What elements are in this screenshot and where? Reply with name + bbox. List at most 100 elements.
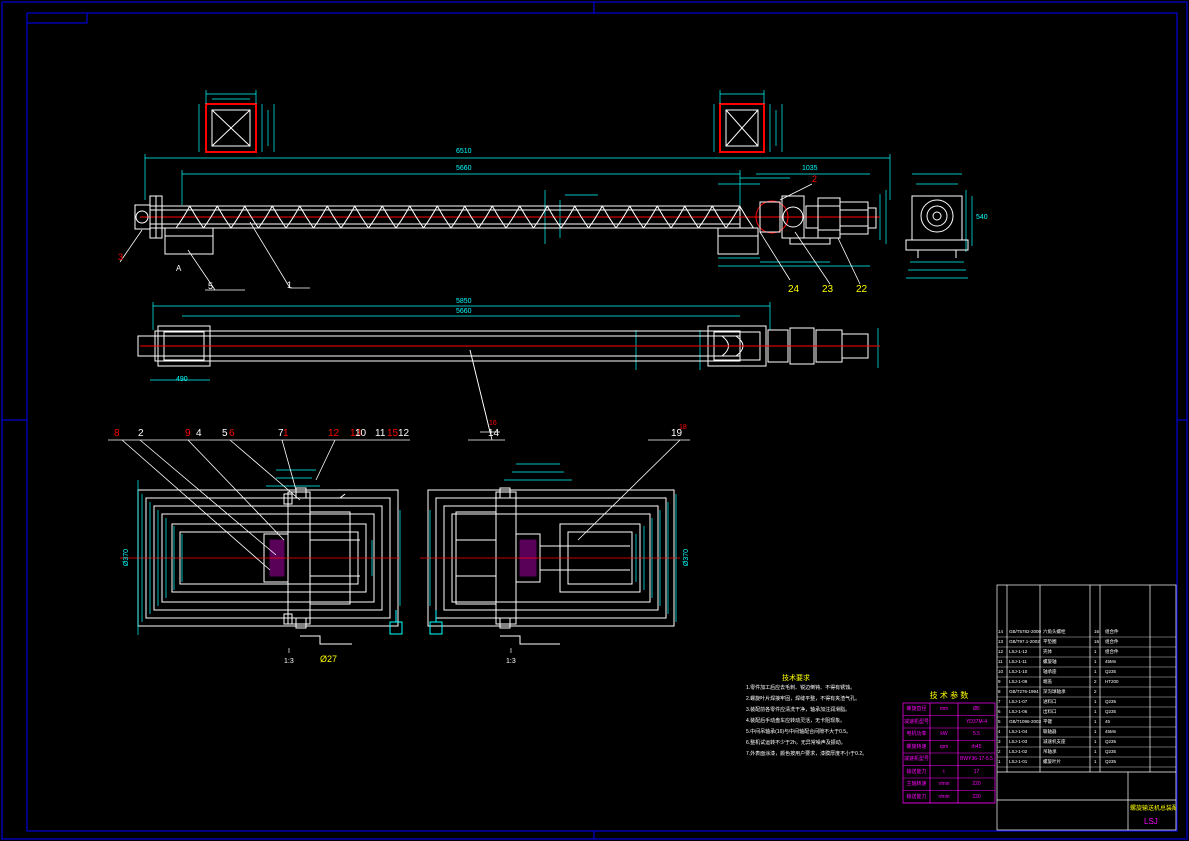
params-cell: 输送能力 — [906, 768, 927, 775]
plan-view — [137, 302, 880, 381]
bom-cell: LSJ-1-12 — [1009, 649, 1028, 654]
params-cell: 螺旋转速 — [906, 743, 927, 750]
bom-cell: LSJ-1-07 — [1009, 699, 1028, 704]
callout-4: 4 — [196, 428, 202, 439]
bom-cell: 深沟球轴承 — [1043, 689, 1066, 694]
params-cell: Ø5 — [973, 706, 980, 712]
dim-inner-length: 5660 — [456, 165, 472, 172]
callout-2-top: 2 — [812, 174, 818, 184]
inlet-detail-left — [198, 90, 275, 153]
bom-cell: LSJ-1-06 — [1009, 709, 1028, 714]
bom-cell: 16 — [1094, 639, 1100, 644]
bom-cell: 1 — [1094, 709, 1097, 714]
callout-2: 2 — [138, 428, 144, 439]
params-row: 减速机型号 BWY36-17-5.5 — [903, 753, 995, 766]
bom-cell: 平垫圈 — [1043, 639, 1057, 644]
callout-11: 11 — [375, 428, 386, 439]
bom-cell: 螺旋轴 — [1043, 659, 1057, 664]
bom-cell: 组合件 — [1105, 649, 1119, 654]
dim-overall-length: 6510 — [456, 148, 472, 155]
note-line: 5.中间吊轴承(16)与中间轴配合间隙不大于0.5。 — [746, 729, 852, 735]
bom-cell: 2 — [998, 749, 1001, 754]
note-line: 7.外表面涂漆，颜色按用户要求，漆膜厚度不小于0.2。 — [746, 751, 868, 757]
notes-title: 技术要求 — [782, 675, 810, 682]
view-1-scale: 1:3 — [284, 658, 294, 665]
params-cell: 输送能力 — [906, 793, 927, 800]
bom-cell: Q235 — [1105, 749, 1117, 754]
callout-9: 9 — [185, 428, 191, 439]
params-cell: r/min — [938, 781, 950, 787]
inlet-detail-right — [713, 90, 783, 153]
callout-22: 22 — [856, 284, 868, 295]
params-cell: 主轴转速 — [906, 781, 927, 787]
bom-cell: 1 — [1094, 659, 1097, 664]
bom-cell: GB/T5782-2000 — [1009, 629, 1042, 634]
bom-cell: 45Mn — [1105, 659, 1117, 664]
params-cell: BWY36-17-5.5 — [960, 756, 993, 762]
bom-cell: 1 — [1094, 719, 1097, 724]
bom-cell: 1 — [1094, 759, 1097, 764]
bom-cell: 1 — [1094, 699, 1097, 704]
params-cell: rpm — [939, 743, 949, 750]
dim-section-dia-right: Ø370 — [683, 548, 691, 567]
bom-cell: 5 — [998, 719, 1001, 724]
bom-cell: 联轴器 — [1043, 729, 1057, 734]
note-line: 3.装配前各零件应清洗干净，轴承加注润滑脂。 — [746, 707, 851, 713]
bom-cell: Q235 — [1105, 709, 1117, 714]
callout-23: 23 — [822, 284, 834, 295]
dim-section-dia-left: Ø370 — [123, 548, 131, 567]
params-cell: 螺旋直径 — [906, 706, 927, 712]
bom-cell: 六角头螺栓 — [1043, 629, 1066, 634]
bom-cell: Q235 — [1105, 669, 1117, 674]
bom-cell: 1 — [1094, 649, 1097, 654]
bom-cell: GB/T276-1994 — [1009, 689, 1039, 694]
bom-cell: 7 — [998, 699, 1001, 704]
params-cell: YD37M-4 — [965, 718, 988, 725]
callout-12b: 12 — [398, 428, 410, 439]
bom-cell: 出料口 — [1043, 709, 1057, 714]
bom-cell: 2 — [1094, 679, 1097, 684]
view-1-label: I — [288, 648, 290, 655]
params-cell: mm — [939, 706, 949, 712]
bom-cell: LSJ-1-11 — [1009, 659, 1027, 664]
bom-cell: 螺旋叶片 — [1043, 759, 1061, 764]
note-line: 2.螺旋叶片焊接牢固，焊缝平整，不得有夹渣气孔。 — [746, 696, 861, 702]
params-row: 螺旋直径 mm Ø5 — [903, 703, 995, 716]
bom-cell: 9 — [998, 679, 1001, 684]
bom-cell: 8 — [998, 689, 1001, 694]
params-cell: 减速机型号 — [903, 756, 929, 762]
notes-lines: 1.零件加工后应去毛刺、锐边倒钝、不得有锈蚀。2.螺旋叶片焊接牢固，焊缝平整，不… — [746, 683, 902, 760]
bom-cell: LSJ-1-02 — [1009, 749, 1028, 754]
bom-cell: 1 — [1094, 739, 1097, 744]
callout-14: 14 — [488, 428, 500, 439]
bom-cell: GB/T97.1-2002 — [1009, 639, 1040, 644]
callout-15: 15 — [387, 428, 399, 439]
dim-end-width: 540 — [976, 214, 988, 221]
dim-plan-length: 5850 — [456, 298, 472, 305]
bom-cell — [1104, 687, 1155, 697]
bom-cell: 10 — [998, 669, 1004, 674]
bom-cell: LSJ-1-04 — [1009, 729, 1028, 734]
bom-cell: LSJ-1-01 — [1009, 759, 1028, 764]
bom-cell: 3 — [998, 739, 1001, 744]
params-cell: 17 — [973, 768, 980, 775]
callout-24: 24 — [788, 284, 800, 295]
drawing-name: 螺旋输送机总装配图 — [1130, 806, 1176, 812]
drawing-code: LSJ — [1144, 817, 1158, 826]
params-cell: rh45 — [971, 743, 982, 750]
params-cell: 5.5 — [973, 731, 980, 737]
callout-6: 6 — [229, 428, 235, 439]
